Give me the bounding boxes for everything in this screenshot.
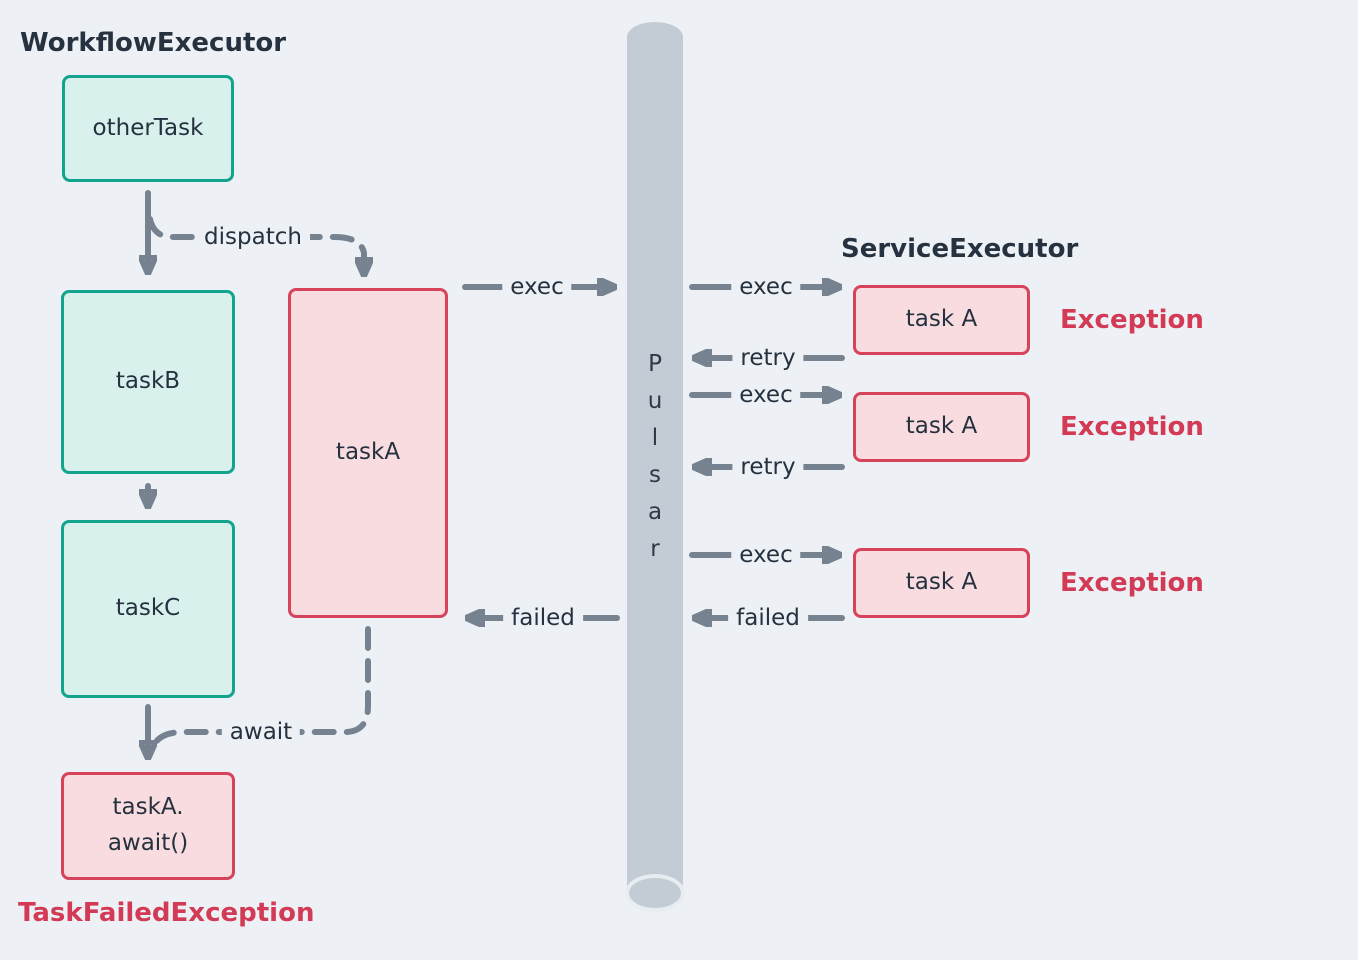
exec-edge-label-right-1: exec — [731, 274, 801, 300]
service-task-a-box-1: task A — [853, 285, 1030, 355]
pulsar-letter: s — [649, 462, 661, 488]
retry-edge-label-2: retry — [732, 454, 804, 480]
pulsar-label: P u l s a r — [627, 346, 683, 568]
failed-edge-label-right: failed — [728, 605, 808, 631]
task-a-box: taskA — [288, 288, 448, 618]
exception-label-1: Exception — [1060, 305, 1204, 335]
pulsar-letter: r — [650, 536, 660, 562]
exec-edge-label-left: exec — [502, 274, 572, 300]
service-task-a-label-3: task A — [905, 569, 978, 596]
task-c-label: taskC — [115, 595, 181, 622]
arrow-await-dashed — [150, 626, 371, 750]
task-a-await-line1: taskA. — [112, 794, 184, 821]
pulsar-queue-cylinder-bottom — [625, 874, 685, 912]
exec-edge-label-right-2: exec — [731, 382, 801, 408]
other-task-box: otherTask — [62, 75, 234, 182]
task-a-label: taskA — [335, 439, 401, 466]
task-c-box: taskC — [61, 520, 235, 698]
task-a-await-box: taskA. await() — [61, 772, 235, 880]
pulsar-letter: u — [647, 388, 663, 414]
exec-edge-label-right-3: exec — [731, 542, 801, 568]
task-a-await-line2: await() — [107, 830, 189, 856]
workflow-executor-title: WorkflowExecutor — [20, 28, 287, 58]
task-b-label: taskB — [115, 368, 181, 395]
failed-edge-label-left: failed — [503, 605, 583, 631]
service-task-a-box-3: task A — [853, 548, 1030, 618]
service-task-a-label-2: task A — [905, 413, 978, 440]
service-task-a-box-2: task A — [853, 392, 1030, 462]
await-edge-label: await — [221, 719, 301, 745]
pulsar-letter: P — [648, 351, 662, 377]
arrow-dispatch-dashed — [147, 216, 364, 270]
retry-edge-label-1: retry — [732, 345, 804, 371]
service-task-a-label-1: task A — [905, 306, 978, 333]
service-executor-title: ServiceExecutor — [841, 234, 1079, 264]
exception-label-3: Exception — [1060, 568, 1204, 598]
task-b-box: taskB — [61, 290, 235, 474]
pulsar-letter: a — [647, 499, 663, 525]
task-failed-exception-label: TaskFailedException — [18, 898, 315, 928]
other-task-label: otherTask — [92, 114, 204, 141]
dispatch-edge-label: dispatch — [196, 224, 310, 250]
pulsar-letter: l — [651, 425, 659, 451]
pulsar-queue-cylinder — [627, 22, 683, 894]
exception-label-2: Exception — [1060, 412, 1204, 442]
